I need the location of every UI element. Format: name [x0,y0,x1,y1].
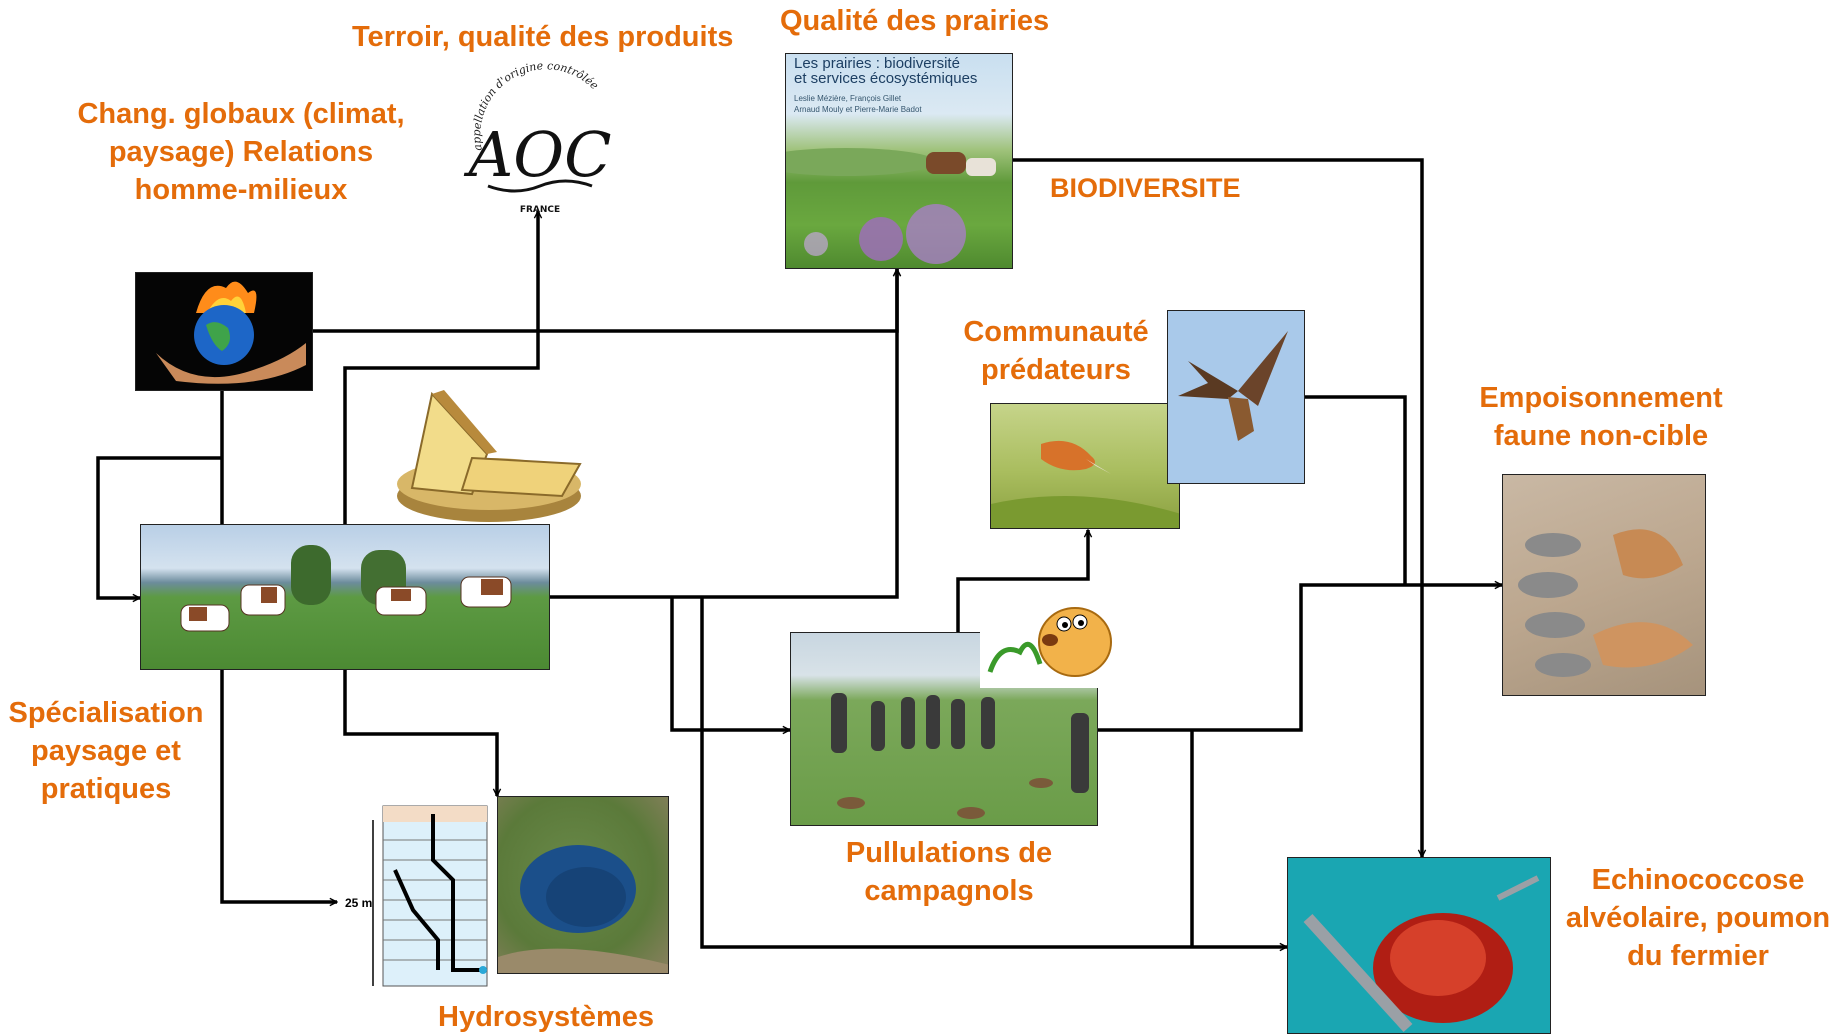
arrow-cows-to-hydro-aerial [343,670,497,796]
field-group-illustration [831,693,1089,819]
label-chang-line1: Chang. globaux (climat, [77,98,405,130]
book-authors-line2: Arnaud Mouly et Pierre-Marie Badot [794,105,922,114]
hydro-diagram: 25 m [343,800,490,998]
aoc-seal-graphic: appellation d'origine contrôlée AOC FRAN… [463,59,611,215]
label-pullulations-line2: campagnols [864,875,1034,907]
book-title: Les prairies : biodiversité [794,55,960,72]
aoc-country-text: FRANCE [520,205,560,215]
cows-pasture-photo [140,524,550,670]
book-cover-prairies: Les prairies : biodiversité et services … [785,53,1013,269]
aoc-mark-text: AOC [463,118,611,191]
label-echino-line3: du fermier [1627,940,1769,972]
aoc-logo: appellation d'origine contrôlée AOC FRAN… [460,58,620,218]
hydro-scale-label: 25 m [345,896,373,910]
label-empoisonnement: Empoisonnement faune non-cible [1464,379,1738,455]
arrow-cows-to-hydro-diagram [220,670,337,902]
label-pullulations-line1: Pullulations de [845,837,1053,869]
kite-illustration [1178,331,1288,441]
label-changements-globaux: Chang. globaux (climat, paysage) Relatio… [74,95,408,209]
label-empoison-line1: Empoisonnement [1479,382,1723,414]
book-subtitle: et services écosystémiques [794,70,978,87]
label-terroir: Terroir, qualité des produits [352,21,734,53]
fox-photo [990,403,1180,529]
label-communaute-line2: prédateurs [981,354,1131,386]
label-special-line1: Spécialisation [8,697,204,729]
cows-illustration [180,545,512,632]
arrow-cows-to-voles [670,597,790,730]
earth-illustration [156,281,306,384]
line-predators-to-poisoning [1305,395,1407,585]
kite-bird-photo [1167,310,1305,484]
label-qualite-prairies: Qualité des prairies [780,5,1050,37]
label-hydrosystemes: Hydrosystèmes [438,1001,654,1033]
aerial-lake-photo [497,796,669,974]
hydro-diagram-graphic [372,805,488,987]
poisoned-wildlife-photo [1502,474,1706,696]
label-chang-line3: homme-milieux [134,174,348,206]
label-pullulations: Pullulations de campagnols [838,834,1060,910]
earth-in-hands-photo [135,272,313,391]
book-authors-line1: Leslie Mézière, François Gillet [794,94,902,103]
fox-illustration [991,440,1179,528]
cheese-illustration [392,384,586,528]
lake-illustration [498,845,668,973]
label-special-line2: paysage et [31,735,181,767]
label-echino-line1: Echinococcose [1591,864,1805,896]
book-illustration [786,148,996,264]
cartoon-vole-graphic [987,607,1112,677]
label-chang-line2: paysage) Relations [108,136,374,168]
label-communaute-predateurs: Communauté prédateurs [948,313,1164,389]
poisoned-animals-illustration [1518,529,1693,677]
label-echino-line2: alvéolaire, poumon [1565,902,1831,934]
label-communaute-line1: Communauté [963,316,1149,348]
surgery-illustration [1288,858,1550,1033]
cheese-graphic [397,390,582,522]
label-empoison-line2: faune non-cible [1493,420,1709,452]
cartoon-vole-icon [980,592,1126,688]
label-special-line3: pratiques [40,773,172,805]
arrow-voles-to-poisoning [1098,585,1502,732]
echinococcose-surgery-photo [1287,857,1551,1034]
label-echinococcose: Echinococcose alvéolaire, poumon du ferm… [1562,861,1834,975]
arrow-earth-to-prairies [312,269,897,333]
label-biodiversite: BIODIVERSITE [1050,173,1241,203]
arrow-cows-to-prairies [550,269,897,599]
label-specialisation: Spécialisation paysage et pratiques [4,694,208,808]
